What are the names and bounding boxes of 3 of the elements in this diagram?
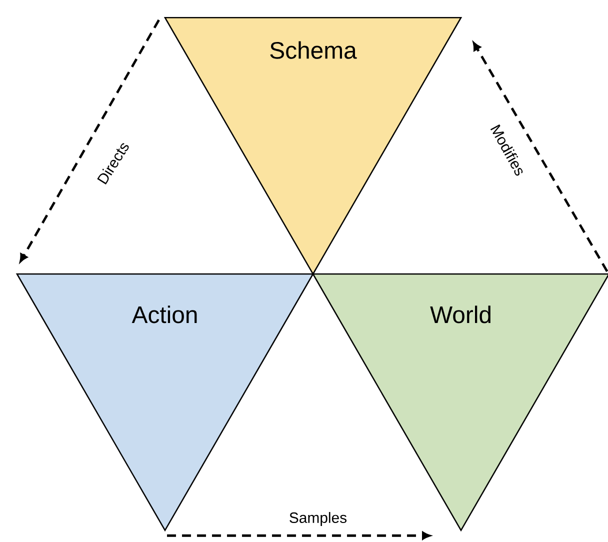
arrow [472, 42, 608, 272]
arrow [167, 532, 430, 540]
arrow [20, 19, 160, 262]
